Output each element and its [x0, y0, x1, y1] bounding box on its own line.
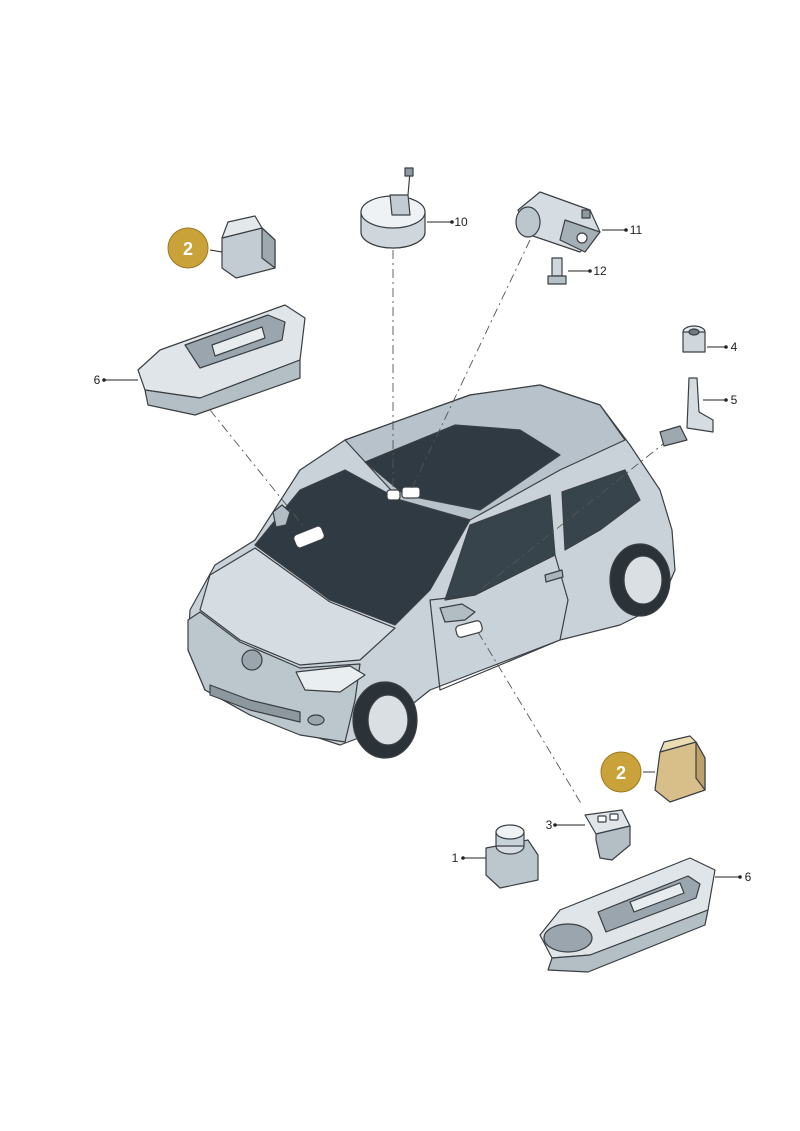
part-4-bulb-holder — [682, 325, 728, 353]
part-2-switch-lower-highlighted — [643, 735, 706, 803]
callout-6-lower: 6 — [745, 870, 752, 884]
callout-12: 12 — [593, 264, 607, 278]
callout-2-upper: 2 — [183, 239, 193, 259]
callout-6-upper: 6 — [94, 373, 101, 387]
car-illustration — [187, 384, 676, 759]
part-6-switch-panel-lower — [539, 857, 742, 973]
location-leader-lines — [209, 239, 669, 806]
callout-1: 1 — [452, 851, 459, 865]
part-2-switch-upper — [209, 215, 276, 279]
callout-labels: 1 3 4 5 6 6 10 11 12 — [94, 215, 752, 884]
callout-5: 5 — [731, 393, 738, 407]
callout-2-lower: 2 — [616, 763, 626, 783]
callout-3: 3 — [546, 818, 553, 832]
part-6-switch-panel-upper — [102, 304, 306, 416]
callout-badge-2-upper: 2 — [167, 227, 209, 269]
callout-11: 11 — [630, 223, 643, 237]
callout-badge-2-lower: 2 — [600, 751, 642, 793]
part-3-switch — [553, 809, 631, 861]
part-1-mirror-adjust-switch — [461, 824, 539, 889]
callout-10: 10 — [454, 215, 468, 229]
part-11-sunroof-motor — [515, 191, 628, 253]
part-5-lamp-wire — [659, 377, 728, 447]
part-10-steering-clockspring — [360, 167, 454, 249]
callout-4: 4 — [731, 340, 738, 354]
part-12-screw — [547, 257, 592, 285]
